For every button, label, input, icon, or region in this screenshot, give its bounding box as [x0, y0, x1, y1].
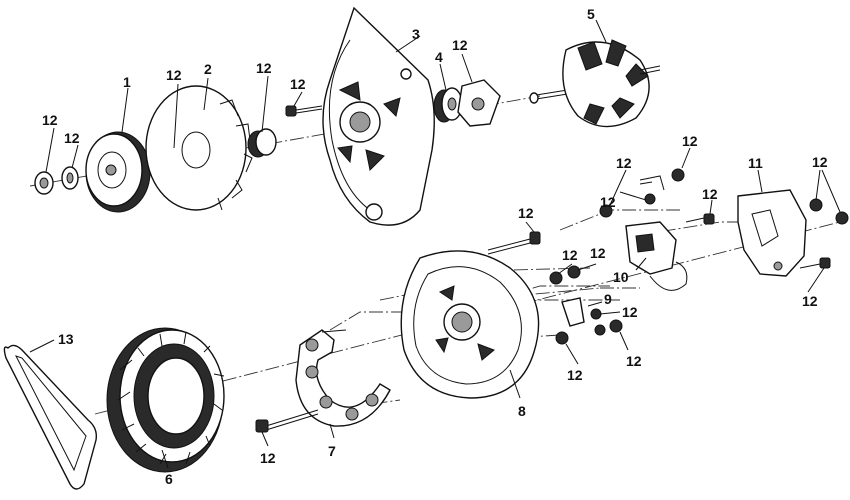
callout-5: 5 [587, 6, 595, 22]
callout-12: 12 [256, 60, 272, 76]
pulley [85, 131, 151, 213]
callout-12: 12 [42, 112, 58, 128]
voltage-regulator [625, 175, 688, 291]
bearing [433, 87, 463, 123]
callout-12: 12 [626, 353, 642, 369]
callout-12: 12 [682, 133, 698, 149]
callout-10: 10 [613, 269, 629, 285]
callout-1: 1 [123, 74, 131, 90]
callout-12: 12 [260, 450, 276, 466]
long-bolt-upper [487, 231, 541, 255]
callout-2: 2 [204, 61, 212, 77]
slip-ring-end-housing [400, 250, 540, 399]
long-bolt-lower [255, 409, 319, 433]
rectifier-diode-plate [295, 329, 391, 427]
callout-3: 3 [412, 26, 420, 42]
callout-12: 12 [622, 304, 638, 320]
terminal-bracket [561, 297, 585, 327]
callout-12: 12 [567, 367, 583, 383]
callout-leader-lines [29, 19, 841, 469]
drive-end-housing [322, 6, 435, 226]
assorted-nuts-screws [549, 168, 849, 345]
housing-screw [285, 105, 323, 117]
bearing-retainer-plate [457, 79, 501, 127]
callout-7: 7 [328, 443, 336, 459]
spacer-sleeve [247, 128, 277, 158]
callout-12: 12 [802, 293, 818, 309]
drive-belt [3, 344, 98, 490]
callout-12: 12 [600, 194, 616, 210]
rotor [529, 39, 661, 128]
callout-11: 11 [748, 155, 763, 171]
callout-12: 12 [518, 205, 534, 221]
callout-4: 4 [435, 49, 443, 65]
callout-12: 12 [702, 186, 718, 202]
stator-part [106, 327, 225, 473]
callout-12: 12 [616, 155, 632, 171]
callout-12: 12 [290, 76, 306, 92]
callout-9: 9 [604, 291, 612, 307]
callout-12: 12 [64, 130, 80, 146]
fan [145, 85, 253, 211]
callout-12: 12 [590, 245, 606, 261]
callout-12: 12 [166, 67, 182, 83]
rear-cover [737, 189, 807, 277]
callout-13: 13 [58, 331, 74, 347]
callout-12: 12 [562, 247, 578, 263]
callout-12: 12 [452, 37, 468, 53]
callout-numbers: 1 2 3 4 5 6 7 8 9 10 11 13 12 12 12 12 1… [42, 6, 828, 487]
callout-12: 12 [812, 154, 828, 170]
callout-6: 6 [165, 471, 173, 487]
callout-8: 8 [518, 403, 526, 419]
